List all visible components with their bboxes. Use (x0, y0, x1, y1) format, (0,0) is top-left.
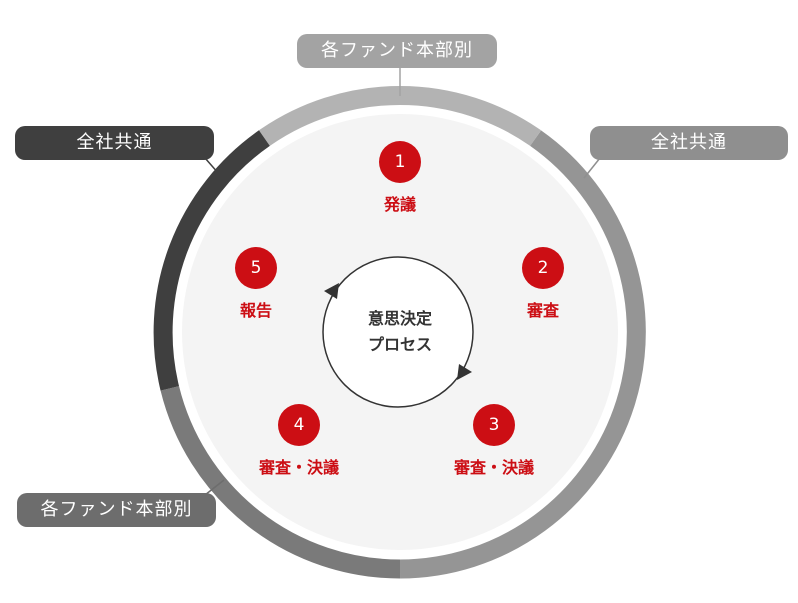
center-circle (322, 256, 474, 408)
ring-segment-left (153, 130, 270, 391)
ring-segment-right (399, 130, 646, 579)
step-5: 5 報告 (196, 247, 316, 320)
step-label: 審査・決議 (453, 458, 534, 477)
cycle-arrow-top-left (324, 283, 339, 299)
step-label: 審査 (526, 301, 559, 320)
step-1: 1 発議 (340, 141, 460, 214)
tag-company-wide-left: 全社共通 (15, 126, 214, 160)
step-number-badge: 1 (379, 141, 421, 183)
ring-segment-bottom-left (160, 386, 401, 579)
step-number-badge: 2 (522, 247, 564, 289)
step-3: 3 審査・決議 (434, 404, 554, 477)
center-label-line2: プロセス (367, 335, 432, 354)
center-label-line1: 意思決定 (367, 309, 432, 328)
step-number-badge: 4 (278, 404, 320, 446)
step-label: 報告 (239, 301, 272, 320)
tag-fund-division-bottom: 各ファンド本部別 (17, 493, 216, 527)
cycle-arrow-bottom-right (457, 364, 472, 380)
center-label: 意思決定 プロセス (330, 306, 470, 358)
tag-fund-division-top: 各ファンド本部別 (297, 34, 497, 68)
connector-top-left (204, 157, 227, 183)
connector-bottom-left (204, 479, 225, 496)
step-label: 審査・決議 (258, 458, 339, 477)
step-label: 発議 (383, 195, 416, 214)
step-4: 4 審査・決議 (239, 404, 359, 477)
tag-company-wide-right: 全社共通 (590, 126, 788, 160)
connector-top-right (583, 157, 601, 179)
step-number-badge: 5 (235, 247, 277, 289)
step-2: 2 審査 (483, 247, 603, 320)
step-number-badge: 3 (473, 404, 515, 446)
